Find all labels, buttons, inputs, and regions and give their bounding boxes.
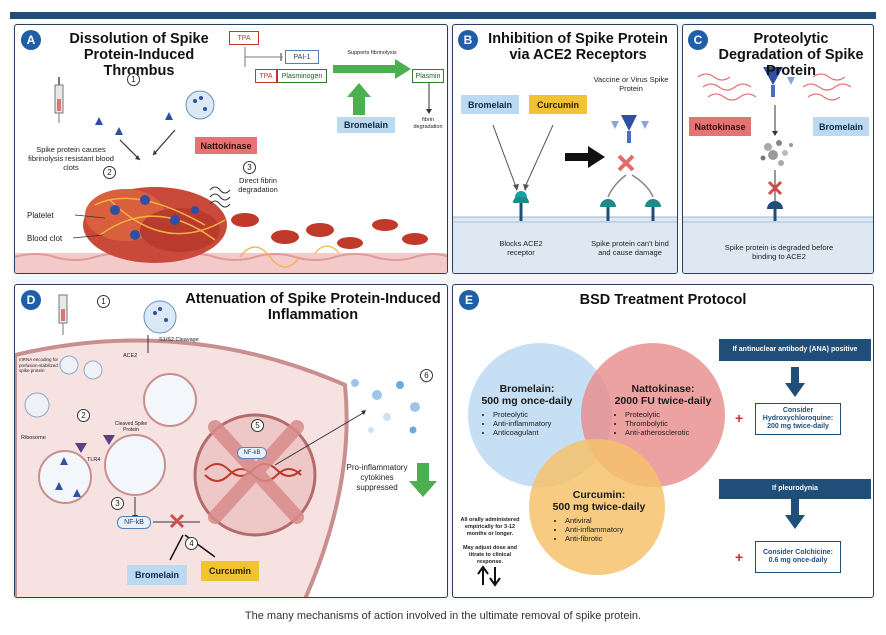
figure-caption: The many mechanisms of action involved i…: [244, 610, 642, 622]
pleurodynia-box: If pleurodynia: [719, 479, 871, 499]
panel-e: E BSD Treatment Protocol Bromelain: 500 …: [452, 284, 874, 598]
panel-a-step-3: 3: [243, 161, 256, 174]
fibrin-degradation-label: fibrin degradation: [413, 117, 443, 130]
mrna-label: mRNA encoding for prefusion-stabilized s…: [19, 357, 59, 373]
panel-a-bromelain-tag: Bromelain: [337, 117, 395, 133]
list-item: Anti-atherosclerotic: [625, 428, 713, 437]
venn-curcumin-list: Antiviral Anti-inflammatory Anti-fibroti…: [553, 516, 645, 543]
panel-c-bromelain-tag: Bromelain: [813, 117, 869, 136]
panel-d-bromelain-tag: Bromelain: [127, 565, 187, 585]
venn-natto-title: Nattokinase:: [631, 383, 695, 395]
panel-d-step-5: 5: [251, 419, 264, 432]
vaccine-spike-label: Vaccine or Virus Spike Protein: [593, 75, 669, 93]
plasminogen-label: Plasminogen: [277, 69, 327, 83]
panel-d-step-4: 4: [185, 537, 198, 550]
panel-a-illustration: [15, 47, 447, 273]
note-titrate: May adjust dose and titrate to clinical …: [462, 545, 518, 565]
ribosome-label: Ribosome: [21, 435, 46, 441]
list-item: Thrombolytic: [625, 419, 713, 428]
tpa-label: TPA: [229, 31, 259, 45]
panel-e-illustration: [468, 343, 805, 587]
venn-curcumin: Curcumin: 500 mg twice-daily Antiviral A…: [545, 489, 653, 543]
blood-clot-label: Blood clot: [27, 234, 63, 243]
venn-curcumin-dose: 500 mg twice-daily: [552, 501, 646, 513]
cytokines-suppressed-label: Pro-inflammatory cytokines suppressed: [346, 463, 408, 492]
s1s2-cleavage-label: S1/S2 Cleavage: [159, 337, 199, 343]
panel-a-step-2: 2: [103, 166, 116, 179]
panel-b-title: Inhibition of Spike Protein via ACE2 Rec…: [488, 31, 668, 63]
spike-causes-label: Spike protein causes fibrinolysis resist…: [28, 145, 114, 172]
panel-e-badge: E: [459, 290, 479, 310]
panel-a-nattokinase-tag: Nattokinase: [195, 137, 257, 154]
panel-b-illustration: [453, 115, 677, 273]
list-item: Antiviral: [565, 516, 645, 525]
venn-bromelain: Bromelain: 500 mg once-daily Proteolytic…: [473, 383, 581, 437]
list-item: Anti-fibrotic: [565, 534, 645, 543]
nfkb-nucleus-tag: NF-kB: [237, 447, 267, 459]
panel-e-title: BSD Treatment Protocol: [579, 292, 747, 308]
venn-natto-dose: 2000 FU twice-daily: [614, 395, 712, 407]
venn-bromelain-title: Bromelain:: [499, 383, 555, 395]
tpa-plasminogen-tpa: TPA: [255, 69, 277, 83]
panel-d-step-1: 1: [97, 295, 110, 308]
venn-bromelain-dose: 500 mg once-daily: [481, 395, 573, 407]
direct-fibrin-label: Direct fibrin degradation: [238, 176, 278, 194]
note-empirical: All orally administered empirically for …: [460, 517, 520, 537]
plus-colchicine: +: [735, 549, 744, 565]
panel-d: D Attenuation of Spike Protein-Induced I…: [14, 284, 448, 598]
list-item: Anti-inflammatory: [493, 419, 573, 428]
panel-d-title: Attenuation of Spike Protein-Induced Inf…: [185, 291, 441, 323]
blocks-ace2-label: Blocks ACE2 receptor: [499, 239, 543, 257]
panel-d-illustration: [15, 294, 437, 597]
plasmin-label: Plasmin: [412, 69, 444, 83]
hydroxychloroquine-box: Consider Hydroxychloroquine: 200 mg twic…: [755, 403, 841, 435]
panel-c-illustration: [683, 67, 873, 273]
list-item: Proteolytic: [493, 410, 573, 419]
panel-a-step-1: 1: [127, 73, 140, 86]
panel-a-title: Dissolution of Spike Protein-Induced Thr…: [69, 31, 209, 79]
list-item: Proteolytic: [625, 410, 713, 419]
tlr4-label: TLR4: [87, 457, 101, 463]
panel-c: C Proteolytic Degradation of Spike Prote…: [682, 24, 874, 274]
ana-positive-box: If antinuclear antibody (ANA) positive: [719, 339, 871, 361]
panel-d-curcumin-tag: Curcumin: [201, 561, 259, 581]
colchicine-box: Consider Colchicine: 0.6 mg once-daily: [755, 541, 841, 573]
panel-c-badge: C: [688, 30, 708, 50]
panel-c-title: Proteolytic Degradation of Spike Protein: [718, 31, 864, 79]
cleaved-spike-label: Cleaved Spike Protein: [114, 421, 148, 433]
venn-curcumin-title: Curcumin:: [572, 489, 626, 501]
pai1-label: PAI-1: [285, 50, 319, 64]
panel-b-badge: B: [458, 30, 478, 50]
list-item: Anti-inflammatory: [565, 525, 645, 534]
ace2-label: ACE2: [123, 353, 138, 359]
nfkb-cytoplasm-tag: NF-kB: [117, 516, 151, 529]
panel-c-nattokinase-tag: Nattokinase: [689, 117, 751, 136]
top-accent-bar: [10, 12, 876, 19]
panel-d-step-2: 2: [77, 409, 90, 422]
venn-nattokinase: Nattokinase: 2000 FU twice-daily Proteol…: [601, 383, 725, 437]
panel-d-badge: D: [21, 290, 41, 310]
panel-d-step-6: 6: [420, 369, 433, 382]
venn-natto-list: Proteolytic Thrombolytic Anti-atheroscle…: [613, 410, 713, 437]
platelet-label: Platelet: [27, 211, 54, 220]
venn-bromelain-list: Proteolytic Anti-inflammatory Anticoagul…: [481, 410, 573, 437]
cant-bind-label: Spike protein can't bind and cause damag…: [591, 239, 669, 257]
panel-a: A Dissolution of Spike Protein-Induced T…: [14, 24, 448, 274]
panel-a-badge: A: [21, 30, 41, 50]
plus-hcq: +: [735, 410, 744, 426]
panel-d-step-3: 3: [111, 497, 124, 510]
panel-b-curcumin-tag: Curcumin: [529, 95, 587, 114]
panel-b: B Inhibition of Spike Protein via ACE2 R…: [452, 24, 678, 274]
supports-fibrinolysis-label: Supports fibrinolysis: [347, 50, 397, 56]
list-item: Anticoagulant: [493, 428, 573, 437]
panel-b-bromelain-tag: Bromelain: [461, 95, 519, 114]
degraded-label: Spike protein is degraded before binding…: [724, 243, 834, 261]
